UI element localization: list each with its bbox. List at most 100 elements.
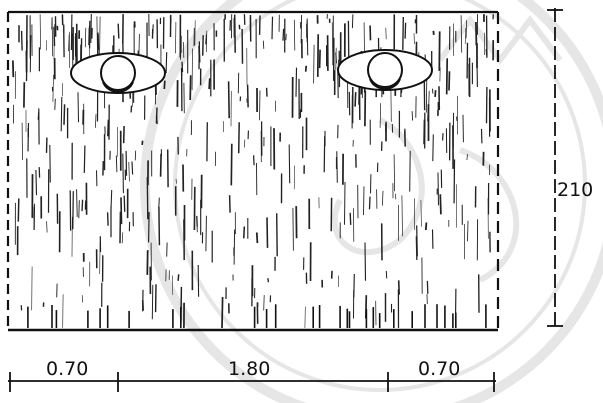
hatch-stroke <box>17 198 20 222</box>
hatch-stroke <box>243 226 246 239</box>
hatch-stroke <box>266 217 269 248</box>
hatch-stroke <box>122 153 124 194</box>
hatch-stroke <box>141 300 145 311</box>
dimension-label-left: 0.70 <box>46 358 88 380</box>
hatch-stroke <box>39 14 41 50</box>
hatch-stroke <box>146 177 149 220</box>
hatch-stroke <box>448 71 451 91</box>
hatch-stroke <box>288 144 291 184</box>
hatch-stroke <box>466 154 468 161</box>
right-figure <box>337 49 433 91</box>
hatch-stroke <box>425 76 428 113</box>
hatch-stroke <box>128 161 130 182</box>
hatch-stroke <box>393 154 395 192</box>
hatch-stroke <box>445 58 449 95</box>
hatch-stroke <box>416 225 418 257</box>
hatch-stroke <box>255 232 259 244</box>
hatch-stroke <box>292 207 294 251</box>
hatch-stroke <box>465 20 467 39</box>
hatch-stroke <box>354 92 357 107</box>
hatch-stroke <box>411 111 414 121</box>
hatch-stroke <box>276 213 278 257</box>
hatch-stroke <box>353 273 355 298</box>
hatch-stroke <box>434 90 437 97</box>
hatch-stroke <box>177 274 180 281</box>
vertical-dimension <box>547 8 563 330</box>
hatch-stroke <box>344 181 346 225</box>
hatch-stroke <box>397 280 400 295</box>
hatch-stroke <box>151 284 154 320</box>
hatch-stroke <box>263 295 265 311</box>
hatch-stroke <box>428 90 430 111</box>
hatch-stroke <box>476 45 478 87</box>
hatch-stroke <box>363 186 365 216</box>
dimension-label-right: 0.70 <box>418 358 460 380</box>
hatch-stroke <box>382 190 384 206</box>
hatch-stroke <box>304 65 308 72</box>
hatch-stroke <box>227 81 230 119</box>
hatch-stroke <box>432 134 434 162</box>
hatch-stroke <box>208 78 211 90</box>
hatch-stroke <box>364 242 367 281</box>
hatch-stroke <box>107 119 110 137</box>
hatch-stroke <box>148 212 150 243</box>
hatch-stroke <box>205 34 207 45</box>
hatch-stroke <box>117 23 120 39</box>
hatch-stroke <box>77 92 80 123</box>
hatch-stroke <box>313 44 315 84</box>
hatch-stroke <box>159 153 162 177</box>
hatch-stroke <box>196 217 198 233</box>
room-frame <box>6 10 500 332</box>
hatch-stroke <box>37 111 40 120</box>
hatch-stroke <box>424 222 428 231</box>
hatch-stroke <box>155 115 158 125</box>
hatch-stroke <box>351 14 354 29</box>
dimension-vertical-label: 210 <box>557 179 593 201</box>
hatch-stroke <box>246 84 249 108</box>
hatch-stroke <box>84 27 87 48</box>
hatch-stroke <box>172 275 174 295</box>
hatch-stroke <box>95 114 97 128</box>
dimension-label-middle: 1.80 <box>228 358 270 380</box>
hatch-stroke <box>81 199 84 212</box>
hatch-stroke <box>282 28 285 41</box>
hatch-stroke <box>158 206 161 246</box>
hatch-stroke <box>134 150 137 161</box>
hatch-stroke <box>233 14 236 53</box>
hatch-stroke <box>165 52 168 74</box>
hatch-stroke <box>293 165 295 190</box>
hatch-stroke <box>306 18 309 56</box>
hatch-stroke <box>243 139 246 148</box>
hatch-stroke <box>181 61 184 73</box>
hatch-stroke <box>163 80 166 90</box>
hatch-stroke <box>131 161 134 175</box>
hatch-stroke <box>158 197 160 208</box>
hatch-stroke <box>115 155 118 173</box>
hatch-stroke <box>20 30 23 51</box>
hatch-stroke <box>54 98 56 110</box>
hatch-stroke <box>175 178 177 184</box>
hatch-stroke <box>368 196 371 210</box>
hatch-stroke <box>379 103 381 128</box>
hatch-stroke <box>76 189 78 217</box>
hatch-stroke <box>70 14 73 51</box>
hatch-stroke <box>295 67 298 97</box>
horizontal-dimension <box>8 372 496 392</box>
hatch-stroke <box>189 75 192 101</box>
hatch-stroke <box>35 169 38 196</box>
left-figure <box>70 52 166 94</box>
hatch-stroke <box>404 22 407 39</box>
hatch-stroke <box>60 96 63 132</box>
hatch-stroke <box>121 232 124 244</box>
hatch-stroke <box>99 16 101 56</box>
hatch-stroke <box>402 16 404 50</box>
hatch-stroke <box>52 74 54 102</box>
hatch-stroke <box>110 189 113 208</box>
hatch-stroke <box>437 172 440 206</box>
hatch-stroke <box>467 220 469 242</box>
hatch-stroke <box>420 199 422 227</box>
hatch-stroke <box>267 278 270 283</box>
hatch-stroke <box>51 17 54 57</box>
hatch-stroke <box>106 212 109 226</box>
